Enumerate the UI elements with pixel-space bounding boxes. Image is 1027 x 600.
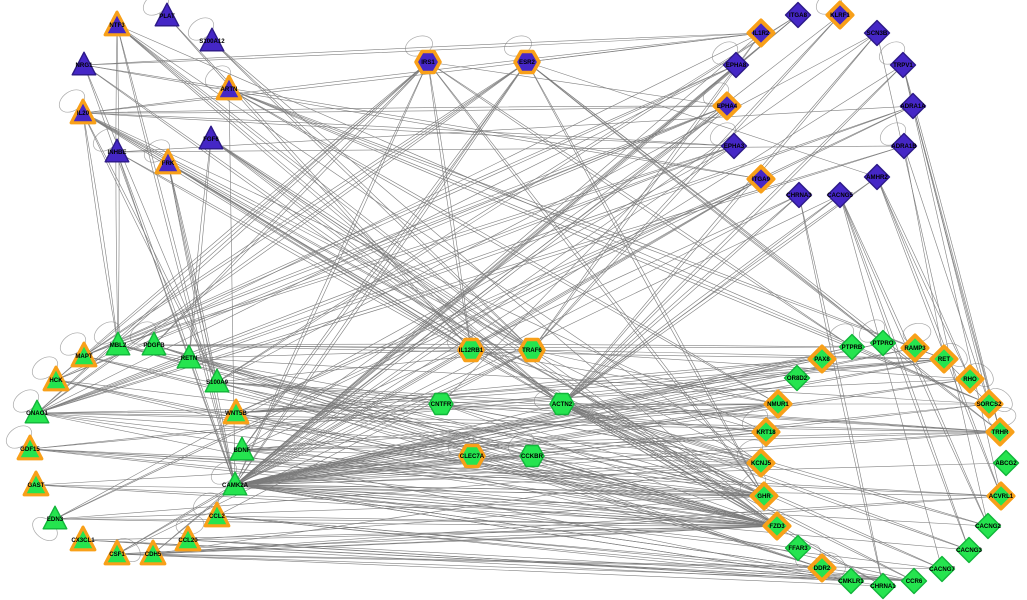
svg-text:CMKLR1: CMKLR1: [838, 578, 864, 585]
svg-text:AMHR2: AMHR2: [866, 174, 888, 181]
svg-text:CACNG2: CACNG2: [975, 523, 1001, 530]
svg-text:FRK: FRK: [162, 160, 175, 167]
svg-text:BDNF: BDNF: [234, 447, 251, 454]
svg-text:ARTN: ARTN: [221, 86, 238, 93]
svg-text:TRPV1: TRPV1: [893, 62, 913, 69]
svg-text:DDR2: DDR2: [814, 565, 831, 572]
svg-text:GNAO1: GNAO1: [26, 410, 48, 417]
svg-text:CHRNA3: CHRNA3: [786, 192, 812, 199]
svg-text:EPHA3: EPHA3: [724, 143, 745, 150]
svg-text:HCK: HCK: [49, 377, 63, 384]
svg-text:S100A9: S100A9: [206, 379, 229, 386]
svg-text:ACVRL1: ACVRL1: [989, 493, 1014, 500]
svg-text:MBL2: MBL2: [110, 342, 127, 349]
svg-text:ADRA1B: ADRA1B: [891, 143, 917, 150]
svg-text:GHR: GHR: [757, 493, 771, 500]
svg-text:OR8D2: OR8D2: [787, 375, 808, 382]
svg-text:ESR2: ESR2: [519, 59, 536, 66]
svg-text:CHRNA1: CHRNA1: [870, 583, 896, 590]
svg-text:CCL20: CCL20: [178, 537, 198, 544]
svg-text:IRS1: IRS1: [421, 59, 435, 66]
svg-text:SCN3B: SCN3B: [867, 30, 888, 37]
svg-text:MAPT: MAPT: [75, 353, 93, 360]
svg-text:ITGA8: ITGA8: [789, 12, 808, 19]
svg-text:CDH5: CDH5: [145, 551, 162, 558]
svg-text:TRAF6: TRAF6: [522, 347, 542, 354]
svg-text:ACTN2: ACTN2: [552, 401, 573, 408]
svg-text:EDN3: EDN3: [47, 516, 64, 523]
svg-text:CACNG7: CACNG7: [929, 566, 955, 573]
svg-text:CACNG3: CACNG3: [956, 547, 982, 554]
svg-text:EPHA4: EPHA4: [717, 103, 738, 110]
svg-text:CACNG5: CACNG5: [827, 192, 853, 199]
svg-text:IL12RB1: IL12RB1: [459, 347, 484, 354]
svg-text:CCL2: CCL2: [209, 513, 226, 520]
svg-text:CX3CL1: CX3CL1: [71, 537, 95, 544]
svg-text:S100A12: S100A12: [199, 38, 225, 45]
svg-text:FFAR3: FFAR3: [788, 545, 808, 552]
svg-text:WNT5B: WNT5B: [225, 410, 247, 417]
svg-text:RET: RET: [938, 356, 950, 363]
svg-text:NTF3: NTF3: [109, 22, 125, 29]
svg-text:PLAT: PLAT: [159, 13, 175, 20]
svg-text:FGF6: FGF6: [203, 136, 219, 143]
svg-text:ABCG2: ABCG2: [995, 460, 1017, 467]
svg-text:ADRA1A: ADRA1A: [900, 103, 926, 110]
svg-text:EPHA8: EPHA8: [726, 62, 747, 69]
svg-text:KCNJ5: KCNJ5: [751, 460, 772, 467]
svg-text:CLEC7A: CLEC7A: [460, 453, 485, 460]
svg-text:CSF1: CSF1: [109, 551, 125, 558]
svg-text:KRT18: KRT18: [756, 429, 776, 436]
svg-text:RAMP3: RAMP3: [904, 345, 926, 352]
svg-text:GAST: GAST: [28, 482, 45, 489]
svg-text:PDGFB: PDGFB: [143, 342, 165, 349]
svg-text:NRG1: NRG1: [76, 62, 94, 69]
svg-text:SORCS2: SORCS2: [976, 401, 1002, 408]
svg-text:PAX8: PAX8: [814, 356, 830, 363]
svg-text:IL1R2: IL1R2: [753, 30, 770, 37]
svg-text:IL20: IL20: [77, 110, 90, 117]
svg-text:RHO: RHO: [963, 376, 977, 383]
svg-text:GDF15: GDF15: [20, 446, 40, 453]
svg-text:INHBE: INHBE: [108, 149, 127, 156]
svg-text:CNTFR: CNTFR: [431, 401, 452, 408]
svg-text:FZD3: FZD3: [769, 523, 785, 530]
svg-text:PTPRO: PTPRO: [873, 340, 894, 347]
svg-text:PTPRB: PTPRB: [842, 344, 863, 351]
svg-text:TRHR: TRHR: [992, 429, 1010, 436]
svg-text:KLRF1: KLRF1: [830, 12, 850, 19]
svg-text:CCR6: CCR6: [906, 578, 923, 585]
svg-text:CAMK2A: CAMK2A: [222, 482, 249, 489]
svg-text:RETN: RETN: [181, 355, 198, 362]
svg-text:ITGA9: ITGA9: [752, 176, 771, 183]
svg-text:CCKBR: CCKBR: [521, 453, 544, 460]
svg-text:NMUR1: NMUR1: [767, 401, 789, 408]
